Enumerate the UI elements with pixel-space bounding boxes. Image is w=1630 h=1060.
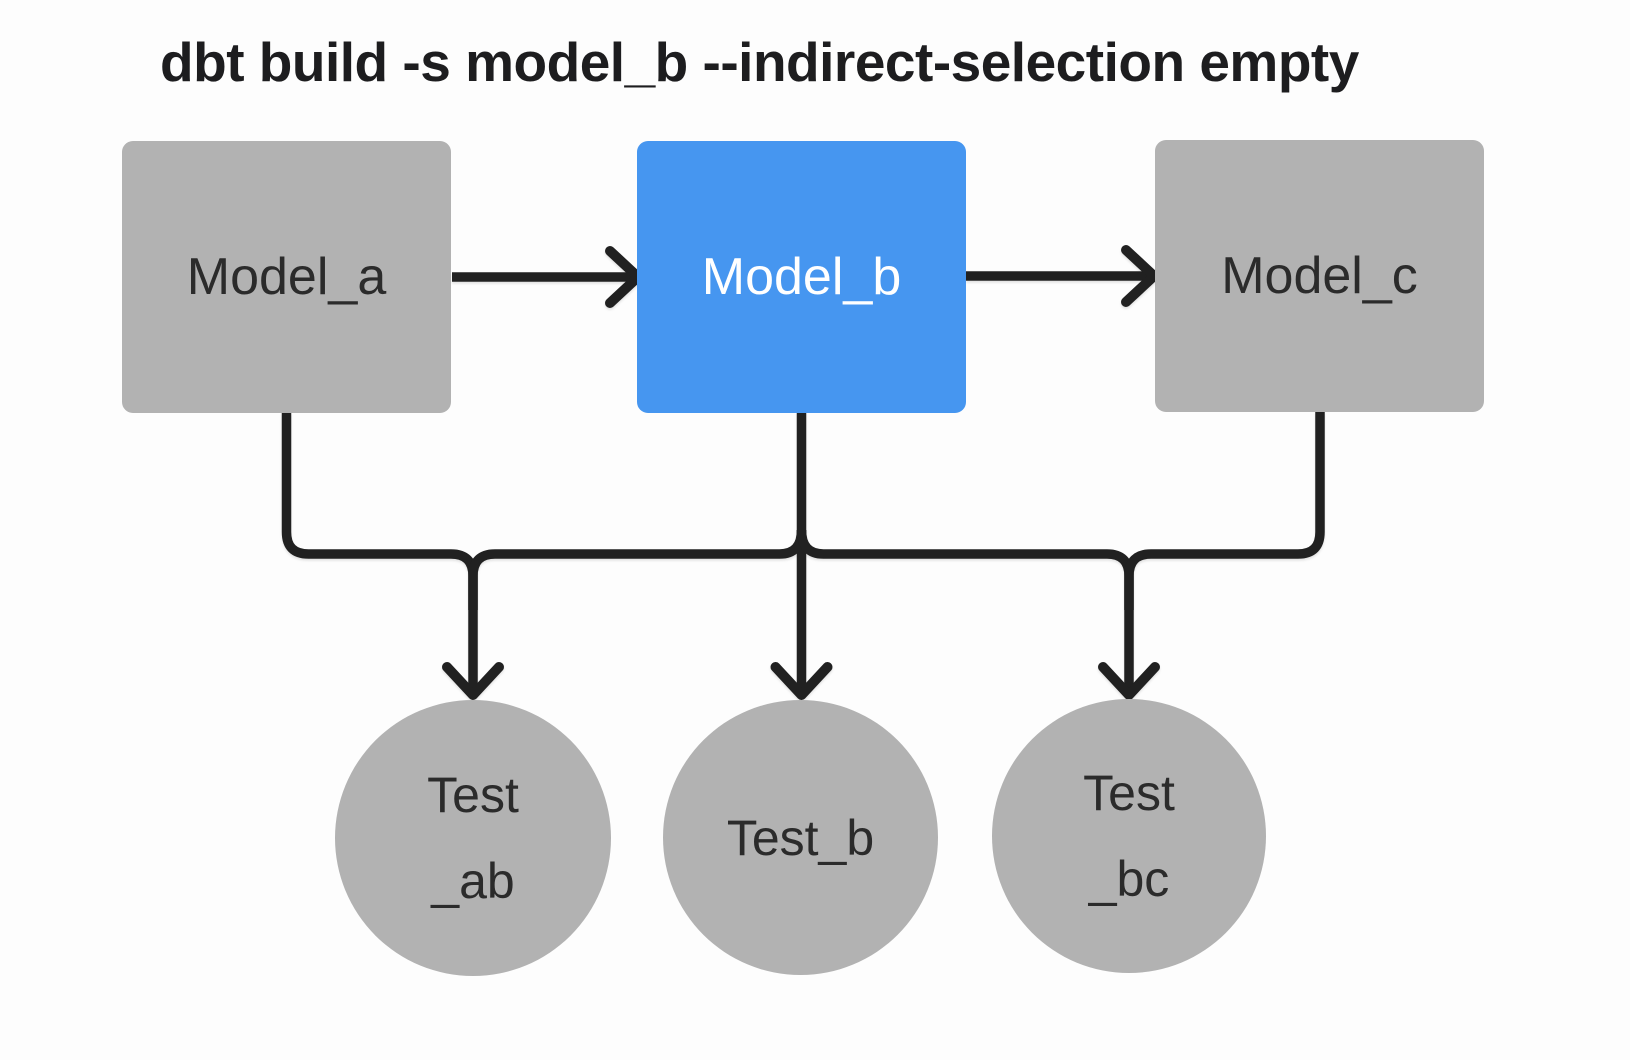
node-model-a-label: Model_a xyxy=(186,248,387,306)
edge-model-c-to-test-bc xyxy=(1124,412,1325,692)
node-test-bc: Test _bc xyxy=(992,699,1266,973)
node-test-bc-label-line2: _bc xyxy=(1088,851,1170,907)
node-test-b-label: Test_b xyxy=(726,809,875,866)
arrow-down-icon xyxy=(1098,662,1160,700)
arrow-down-icon xyxy=(770,662,833,700)
node-model-c-label: Model_c xyxy=(1221,247,1418,305)
diagram-title: dbt build -s model_b --indirect-selectio… xyxy=(160,31,1359,93)
edge-model-b-to-test-ab xyxy=(468,529,807,610)
node-test-ab: Test _ab xyxy=(335,700,611,976)
edge-model-a-to-test-ab xyxy=(281,413,478,692)
node-model-a: Model_a xyxy=(122,141,451,413)
arrow-right-icon xyxy=(605,246,643,308)
edge-model-b-to-test-bc xyxy=(796,529,1134,610)
arrow-down-icon xyxy=(442,662,504,700)
node-test-ab-label-line2: _ab xyxy=(431,853,515,909)
node-model-b-label: Model_b xyxy=(701,248,902,306)
arrow-right-icon xyxy=(1121,245,1159,307)
node-test-ab-label-line1: Test xyxy=(427,767,519,823)
node-test-b: Test_b xyxy=(663,700,938,975)
node-test-bc-label-line1: Test xyxy=(1083,765,1175,821)
node-model-c: Model_c xyxy=(1155,140,1484,412)
node-model-b-selected: Model_b xyxy=(637,141,966,413)
